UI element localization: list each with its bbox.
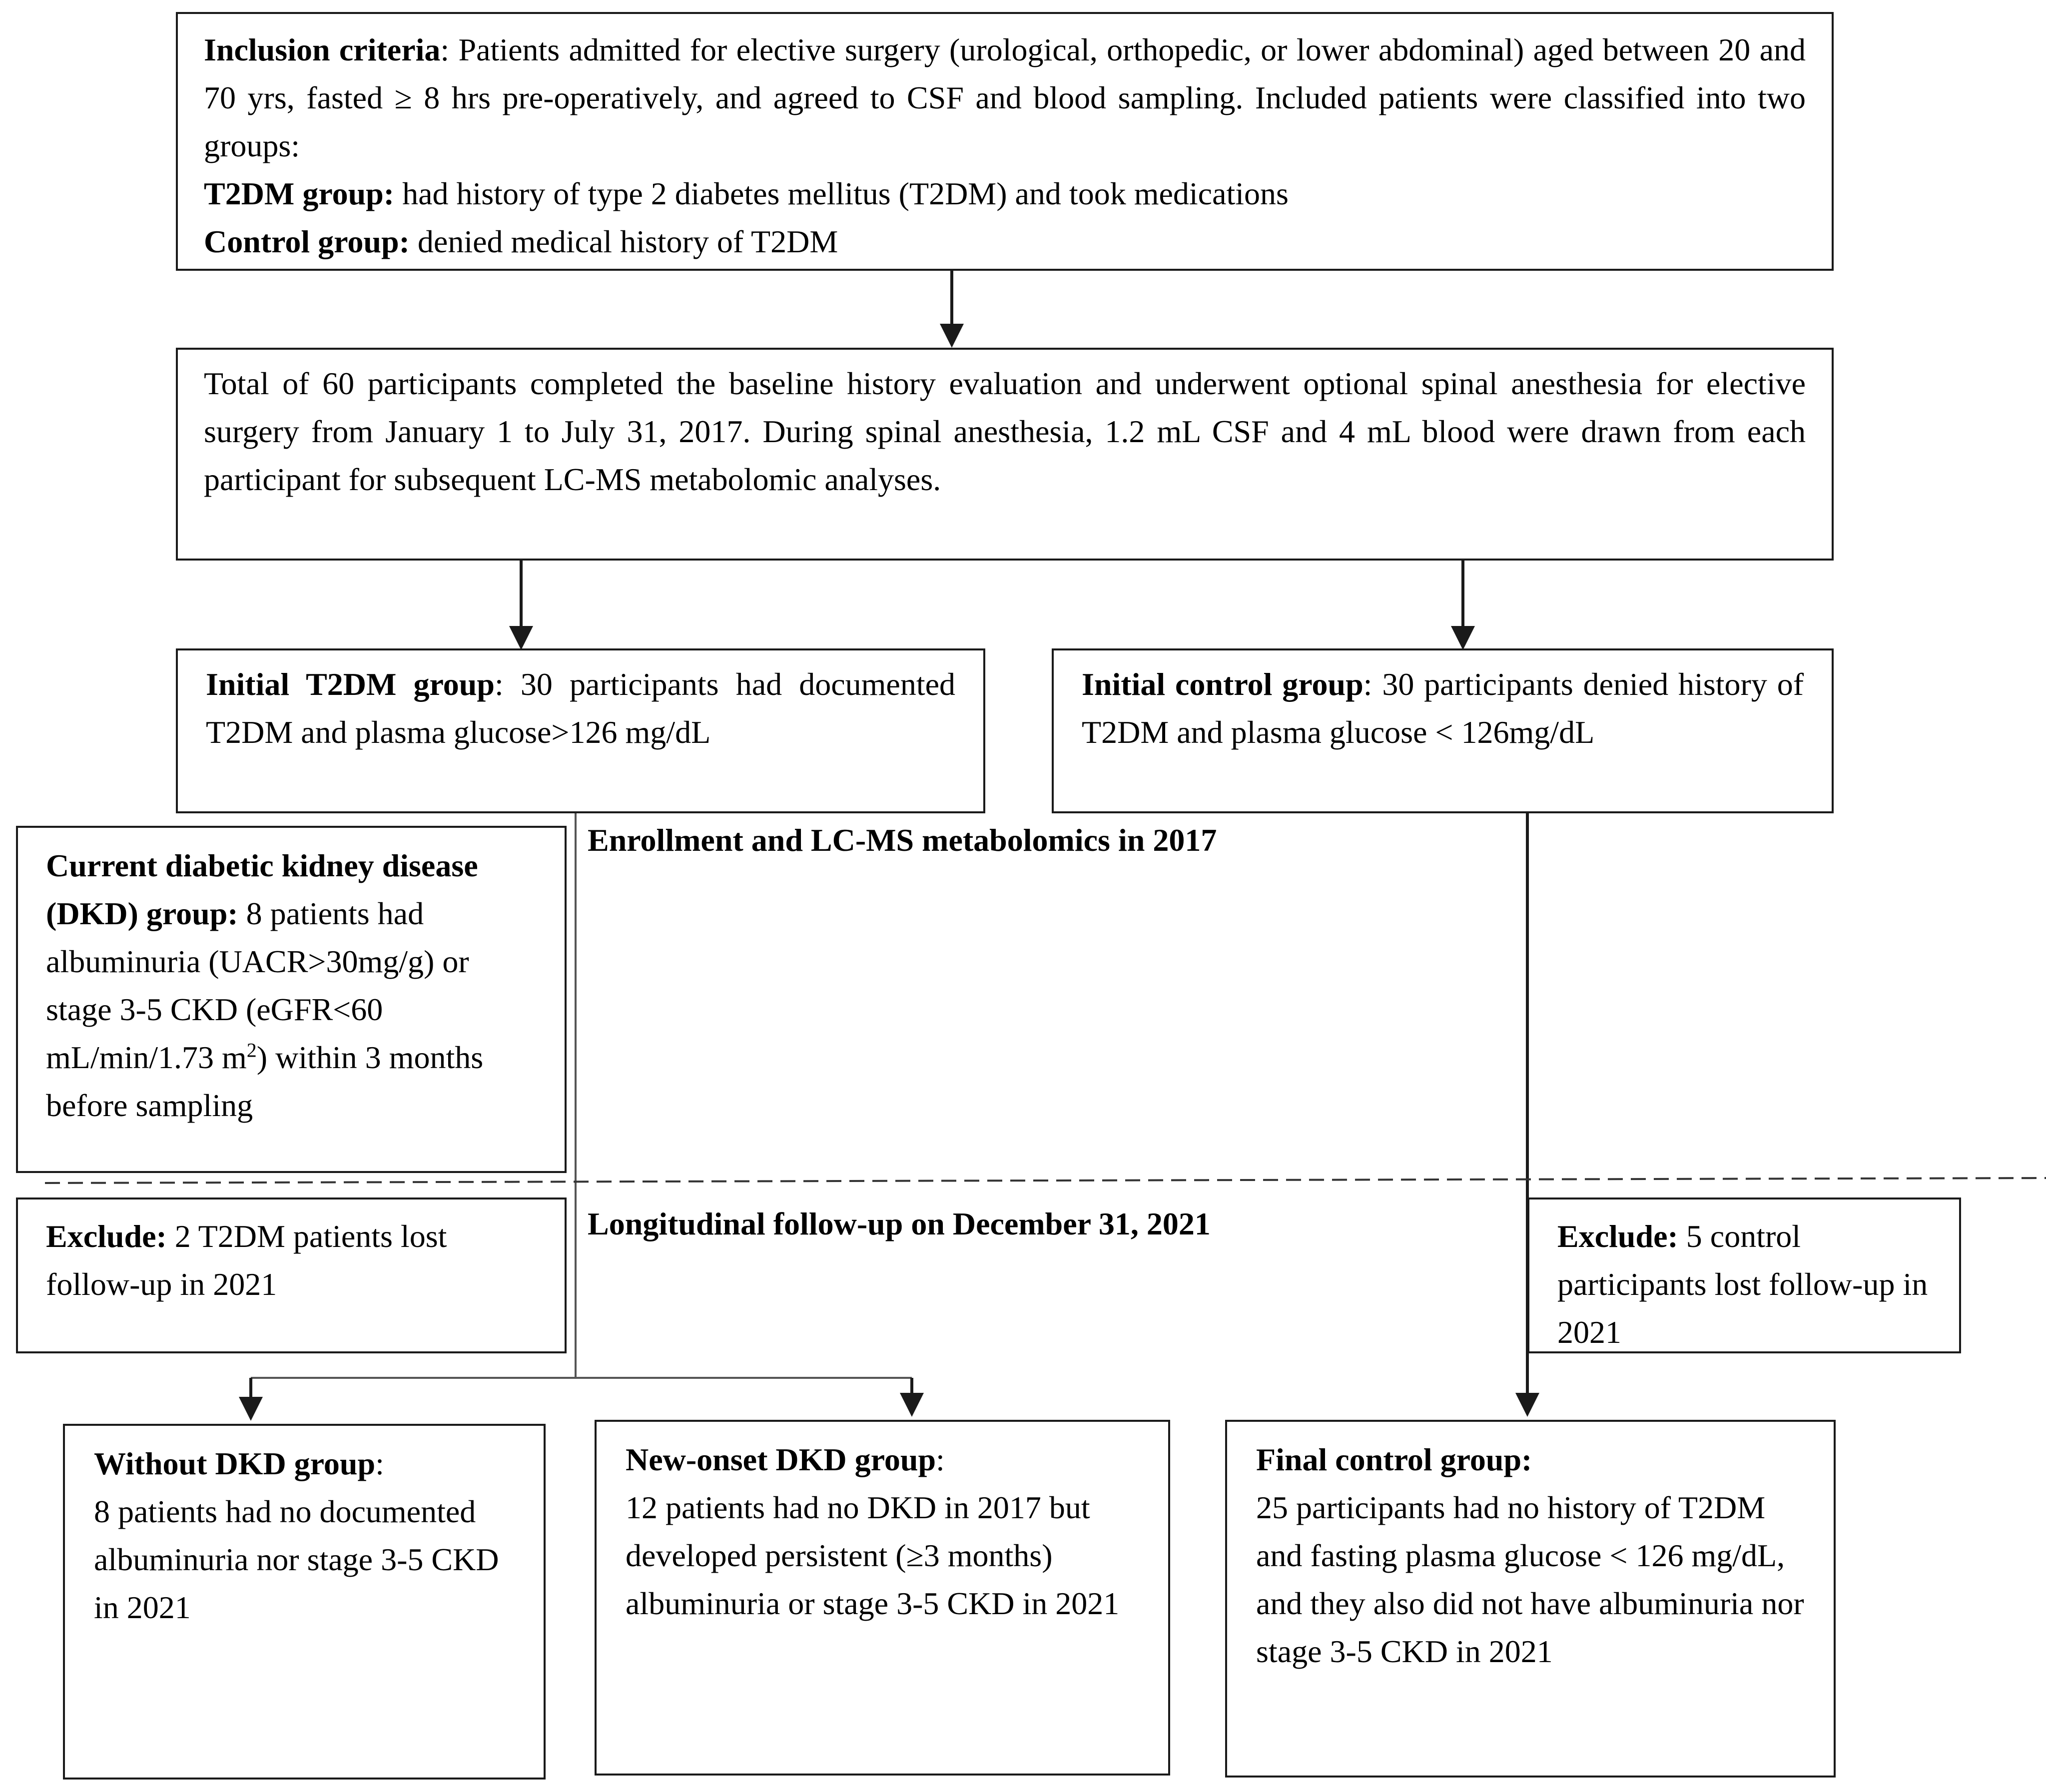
without-dkd-box: Without DKD group: 8 patients had no doc…	[63, 1424, 546, 1780]
initial-control-text: Initial control group: 30 participants d…	[1082, 666, 1804, 750]
final-control-text: 25 participants had no history of T2DM a…	[1256, 1490, 1804, 1669]
without-dkd-heading: Without DKD group:	[94, 1446, 384, 1481]
initial-control-box: Initial control group: 30 participants d…	[1052, 648, 1834, 813]
t2dm-group-label: T2DM group:	[204, 176, 395, 211]
exclude-t2dm-text: Exclude: 2 T2DM patients lost follow-up …	[46, 1218, 447, 1302]
new-onset-dkd-text: 12 patients had no DKD in 2017 but devel…	[626, 1490, 1120, 1621]
exclude-control-text: Exclude: 5 control participants lost fol…	[1557, 1218, 1928, 1350]
stage-label-2017: Enrollment and LC-MS metabolomics in 201…	[588, 820, 1217, 860]
initial-t2dm-text: Initial T2DM group: 30 participants had …	[206, 666, 956, 750]
total-participants-box: Total of 60 participants completed the b…	[176, 348, 1834, 561]
final-control-label: Final control group:	[1256, 1442, 1532, 1477]
superscript-2: 2	[246, 1039, 257, 1062]
initial-t2dm-box: Initial T2DM group: 30 participants had …	[176, 648, 985, 813]
exclude-control-box: Exclude: 5 control participants lost fol…	[1527, 1197, 1961, 1353]
current-dkd-box: Current diabetic kidney disease (DKD) gr…	[16, 826, 567, 1173]
without-dkd-text: 8 patients had no documented albuminuria…	[94, 1494, 499, 1625]
inclusion-criteria-box: Inclusion criteria: Patients admitted fo…	[176, 12, 1834, 271]
final-control-box: Final control group: 25 participants had…	[1225, 1420, 1836, 1778]
final-control-heading: Final control group:	[1256, 1436, 1805, 1484]
control-group-definition: Control group: denied medical history of…	[204, 224, 838, 259]
inclusion-criteria-text: Inclusion criteria: Patients admitted fo…	[204, 32, 1806, 163]
total-participants-text: Total of 60 participants completed the b…	[204, 366, 1806, 497]
current-dkd-text: Current diabetic kidney disease (DKD) gr…	[46, 848, 484, 1123]
exclude-control-label: Exclude:	[1557, 1218, 1678, 1254]
initial-control-label: Initial control group	[1082, 666, 1364, 702]
initial-t2dm-label: Initial T2DM group	[206, 666, 495, 702]
inclusion-criteria-label: Inclusion criteria	[204, 32, 441, 67]
stage-label-2021: Longitudinal follow-up on December 31, 2…	[588, 1204, 1211, 1244]
control-group-label: Control group:	[204, 224, 410, 259]
inclusion-criteria-description: Patients admitted for elective surgery (…	[204, 32, 1806, 163]
new-onset-dkd-label: New-onset DKD group	[626, 1442, 936, 1477]
timeline-divider	[44, 1177, 2046, 1184]
t2dm-group-definition: T2DM group: had history of type 2 diabet…	[204, 176, 1289, 211]
exclude-t2dm-label: Exclude:	[46, 1218, 167, 1254]
without-dkd-label: Without DKD group	[94, 1446, 376, 1481]
current-dkd-label: Current diabetic kidney disease (DKD) gr…	[46, 848, 478, 931]
exclude-t2dm-box: Exclude: 2 T2DM patients lost follow-up …	[16, 1197, 567, 1353]
new-onset-dkd-box: New-onset DKD group: 12 patients had no …	[595, 1420, 1170, 1776]
new-onset-dkd-heading: New-onset DKD group:	[626, 1442, 945, 1477]
